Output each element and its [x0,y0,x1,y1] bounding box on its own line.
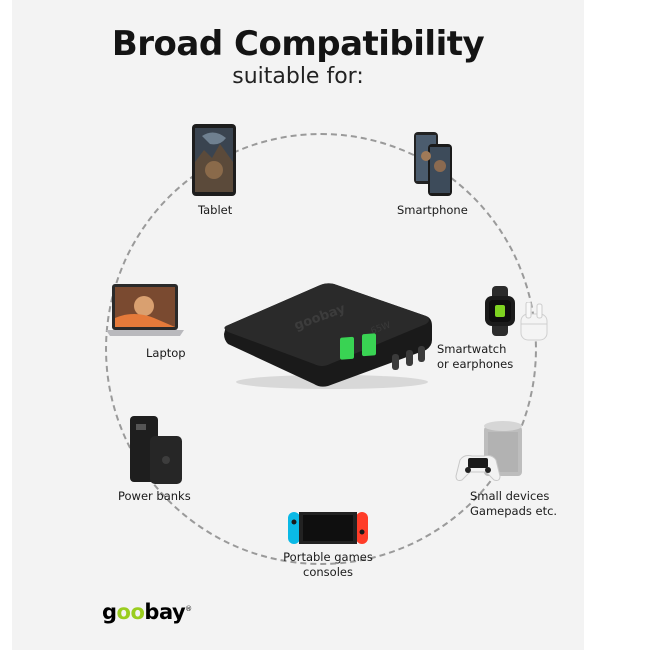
power-banks-label: Power banks [118,489,191,503]
smartphone-icon [414,132,452,196]
smartwatch-icon [485,286,515,336]
small-devices-label-line2: Gamepads etc. [470,504,558,518]
brand-trademark: ® [185,605,192,613]
smartwatch-label-line1: Smartwatch [437,342,507,356]
power-bank-icon [130,416,182,484]
gamepad-icon [455,455,501,481]
goobay-logo: goobay® [102,600,192,624]
laptop-label: Laptop [146,346,186,360]
smartphone-label: Smartphone [397,203,468,217]
tablet-icon [192,124,236,196]
laptop-icon [106,284,184,336]
dashed-ring [105,133,537,565]
game-console-icon [288,512,368,544]
page-subtitle: suitable for: [232,64,364,89]
small-devices-label: Small devices Gamepads etc. [470,489,557,519]
portable-games-label: Portable games consoles [278,550,378,580]
brand-name: goobay [102,600,186,624]
earbuds-icon [520,302,548,341]
page-title: Broad Compatibility [111,24,485,64]
smartwatch-label: Smartwatch or earphones [437,342,513,372]
portable-games-label-line2: consoles [303,565,353,579]
small-devices-label-line1: Small devices [470,489,550,503]
tablet-label: Tablet [198,203,233,217]
smartwatch-label-line2: or earphones [437,357,514,371]
charger-image: goobay 65W [224,283,432,389]
portable-games-label-line1: Portable games [283,550,373,564]
